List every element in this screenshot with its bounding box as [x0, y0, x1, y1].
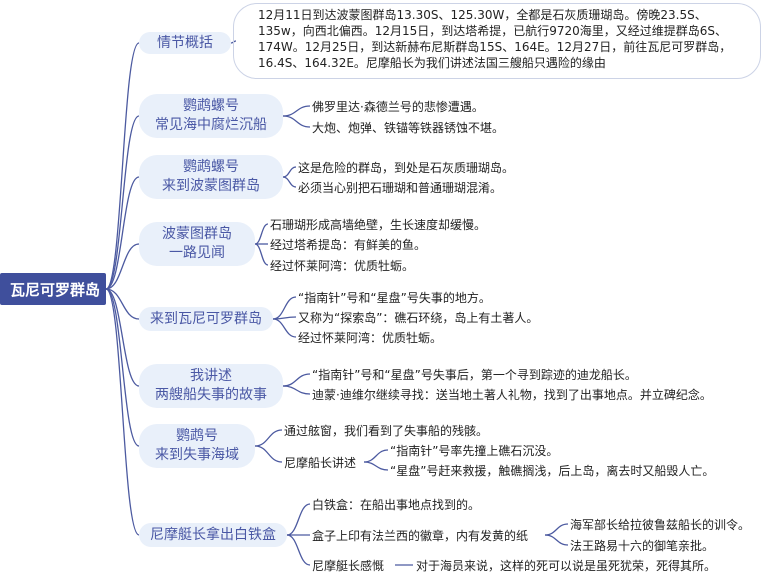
child-connector — [282, 176, 297, 188]
leaf-text: “星盘”号赶来救援，触礁搁浅，后上岛，离去时又船毁人亡。 — [390, 464, 715, 478]
root-connector — [105, 176, 140, 290]
branch-tin-box[interactable]: 尼摩艇长拿出白铁盒 — [139, 523, 287, 547]
summary-note: 12月11日到达波蒙图群岛13.30S、125.30W，全都是石灰质珊瑚岛。傍晚… — [233, 3, 761, 79]
branch-nautilus-wrecks[interactable]: 鹦鹉螺号 常见海中腐烂沉船 — [139, 94, 283, 138]
child-connector — [282, 373, 311, 387]
branch-label: 尼摩艇长拿出白铁盒 — [150, 526, 276, 543]
branch-label-line1: 鹦鹉号 — [176, 428, 218, 444]
leaf-text: 又称为“探索岛”：礁石环绕，岛上有土著人。 — [298, 311, 539, 325]
root-connector — [105, 288, 140, 320]
root-connector — [105, 288, 140, 447]
leaf-text: 尼摩艇长感慨 — [312, 559, 385, 573]
branch-label-line1: 我讲述 — [190, 368, 232, 384]
leaf-text: 大炮、炮弹、铁锚等铁器锈蚀不堪。 — [312, 121, 505, 135]
branch-label-line2: 两艘船失事的故事 — [155, 387, 267, 403]
branch-label-line2: 来到波蒙图群岛 — [162, 178, 260, 194]
branch-label-line1: 鹦鹉螺号 — [183, 98, 239, 114]
child-connector — [254, 243, 269, 266]
leaf-text: 经过怀莱阿湾：优质牡蛎。 — [270, 259, 415, 273]
child-connector — [363, 449, 389, 463]
root-connector — [105, 288, 140, 387]
branch-tuamotu-journey[interactable]: 波蒙图群岛 一路见闻 — [139, 222, 255, 266]
branch-label-line1: 波蒙图群岛 — [162, 226, 232, 242]
child-connector — [363, 461, 389, 471]
child-connector — [254, 445, 283, 463]
child-connector — [286, 503, 311, 536]
leaf-text: 盒子上印有法兰西的徽章，内有发黄的纸 — [312, 529, 529, 543]
branch-label: 情节概括 — [157, 34, 213, 51]
leaf-text: 必须当心别把石珊瑚和普通珊瑚混淆。 — [298, 181, 503, 195]
child-connector — [272, 318, 297, 338]
leaf-text: 经过塔希提岛：有鲜美的鱼。 — [270, 238, 427, 252]
child-connector — [272, 296, 297, 320]
child-connector — [282, 385, 311, 395]
branch-label-line1: 鹦鹉螺号 — [183, 159, 239, 175]
branch-shipwreck-story[interactable]: 我讲述 两艘船失事的故事 — [139, 364, 283, 408]
child-connector — [254, 429, 283, 447]
branch-nautilus-tuamotu[interactable]: 鹦鹉螺号 来到波蒙图群岛 — [139, 155, 283, 199]
branch-label-line2: 常见海中腐烂沉船 — [155, 117, 267, 133]
leaf-text: 经过怀莱阿湾：优质牡蛎。 — [298, 331, 443, 345]
leaf-text: 石珊瑚形成高墙绝壁，生长速度却缓慢。 — [270, 218, 487, 232]
branch-label: 来到瓦尼可罗群岛 — [150, 310, 262, 327]
leaf-text: 法王路易十六的御笔亲批。 — [570, 539, 715, 553]
summary-text: 12月11日到达波蒙图群岛13.30S、125.30W，全都是石灰质珊瑚岛。傍晚… — [258, 8, 732, 70]
child-connector — [286, 534, 311, 566]
leaf-text: “指南针”号率先撞上礁石沉没。 — [390, 444, 559, 458]
leaf-text: 海军部长给拉彼鲁兹船长的训令。 — [570, 518, 751, 532]
leaf-text: “指南针”号和“星盘”号失事的地方。 — [298, 291, 491, 305]
root-connector — [105, 288, 140, 536]
root-connector — [105, 42, 140, 290]
root-label: 瓦尼可罗群岛 — [9, 280, 100, 299]
leaf-text: 迪蒙·迪维尔继续寻找：送当地土著人礼物，找到了出事地点。并立碑纪念。 — [312, 388, 712, 402]
child-connector — [254, 223, 269, 245]
child-connector — [544, 523, 569, 536]
branch-plot-summary[interactable]: 情节概括 — [139, 32, 231, 54]
branch-vanikoro[interactable]: 来到瓦尼可罗群岛 — [139, 307, 273, 331]
leaf-text: 这是危险的群岛，到处是石灰质珊瑚岛。 — [298, 161, 515, 175]
root-connector — [105, 115, 140, 290]
branch-label-line2: 一路见闻 — [169, 245, 225, 261]
root-topic[interactable]: 瓦尼可罗群岛 — [0, 273, 106, 305]
leaf-text: “指南针”号和“星盘”号失事后，第一个寻到踪迹的迪龙船长。 — [312, 368, 637, 382]
branch-label-line2: 来到失事海域 — [155, 447, 239, 463]
child-connector — [544, 534, 569, 546]
child-connector — [282, 166, 297, 178]
leaf-text: 尼摩船长讲述 — [284, 456, 357, 470]
leaf-text: 对于海员来说，这样的死可以说是虽死犹荣，死得其所。 — [416, 559, 717, 573]
child-connector — [282, 105, 311, 117]
leaf-text: 通过舷窗，我们看到了失事船的残骸。 — [284, 424, 489, 438]
child-connector — [282, 115, 311, 128]
root-connector — [105, 243, 140, 290]
leaf-text: 白铁盒：在船出事地点找到的。 — [312, 498, 481, 512]
leaf-text: 佛罗里达·森德兰号的悲惨遭遇。 — [312, 100, 484, 114]
branch-wreck-site[interactable]: 鹦鹉号 来到失事海域 — [139, 424, 255, 468]
